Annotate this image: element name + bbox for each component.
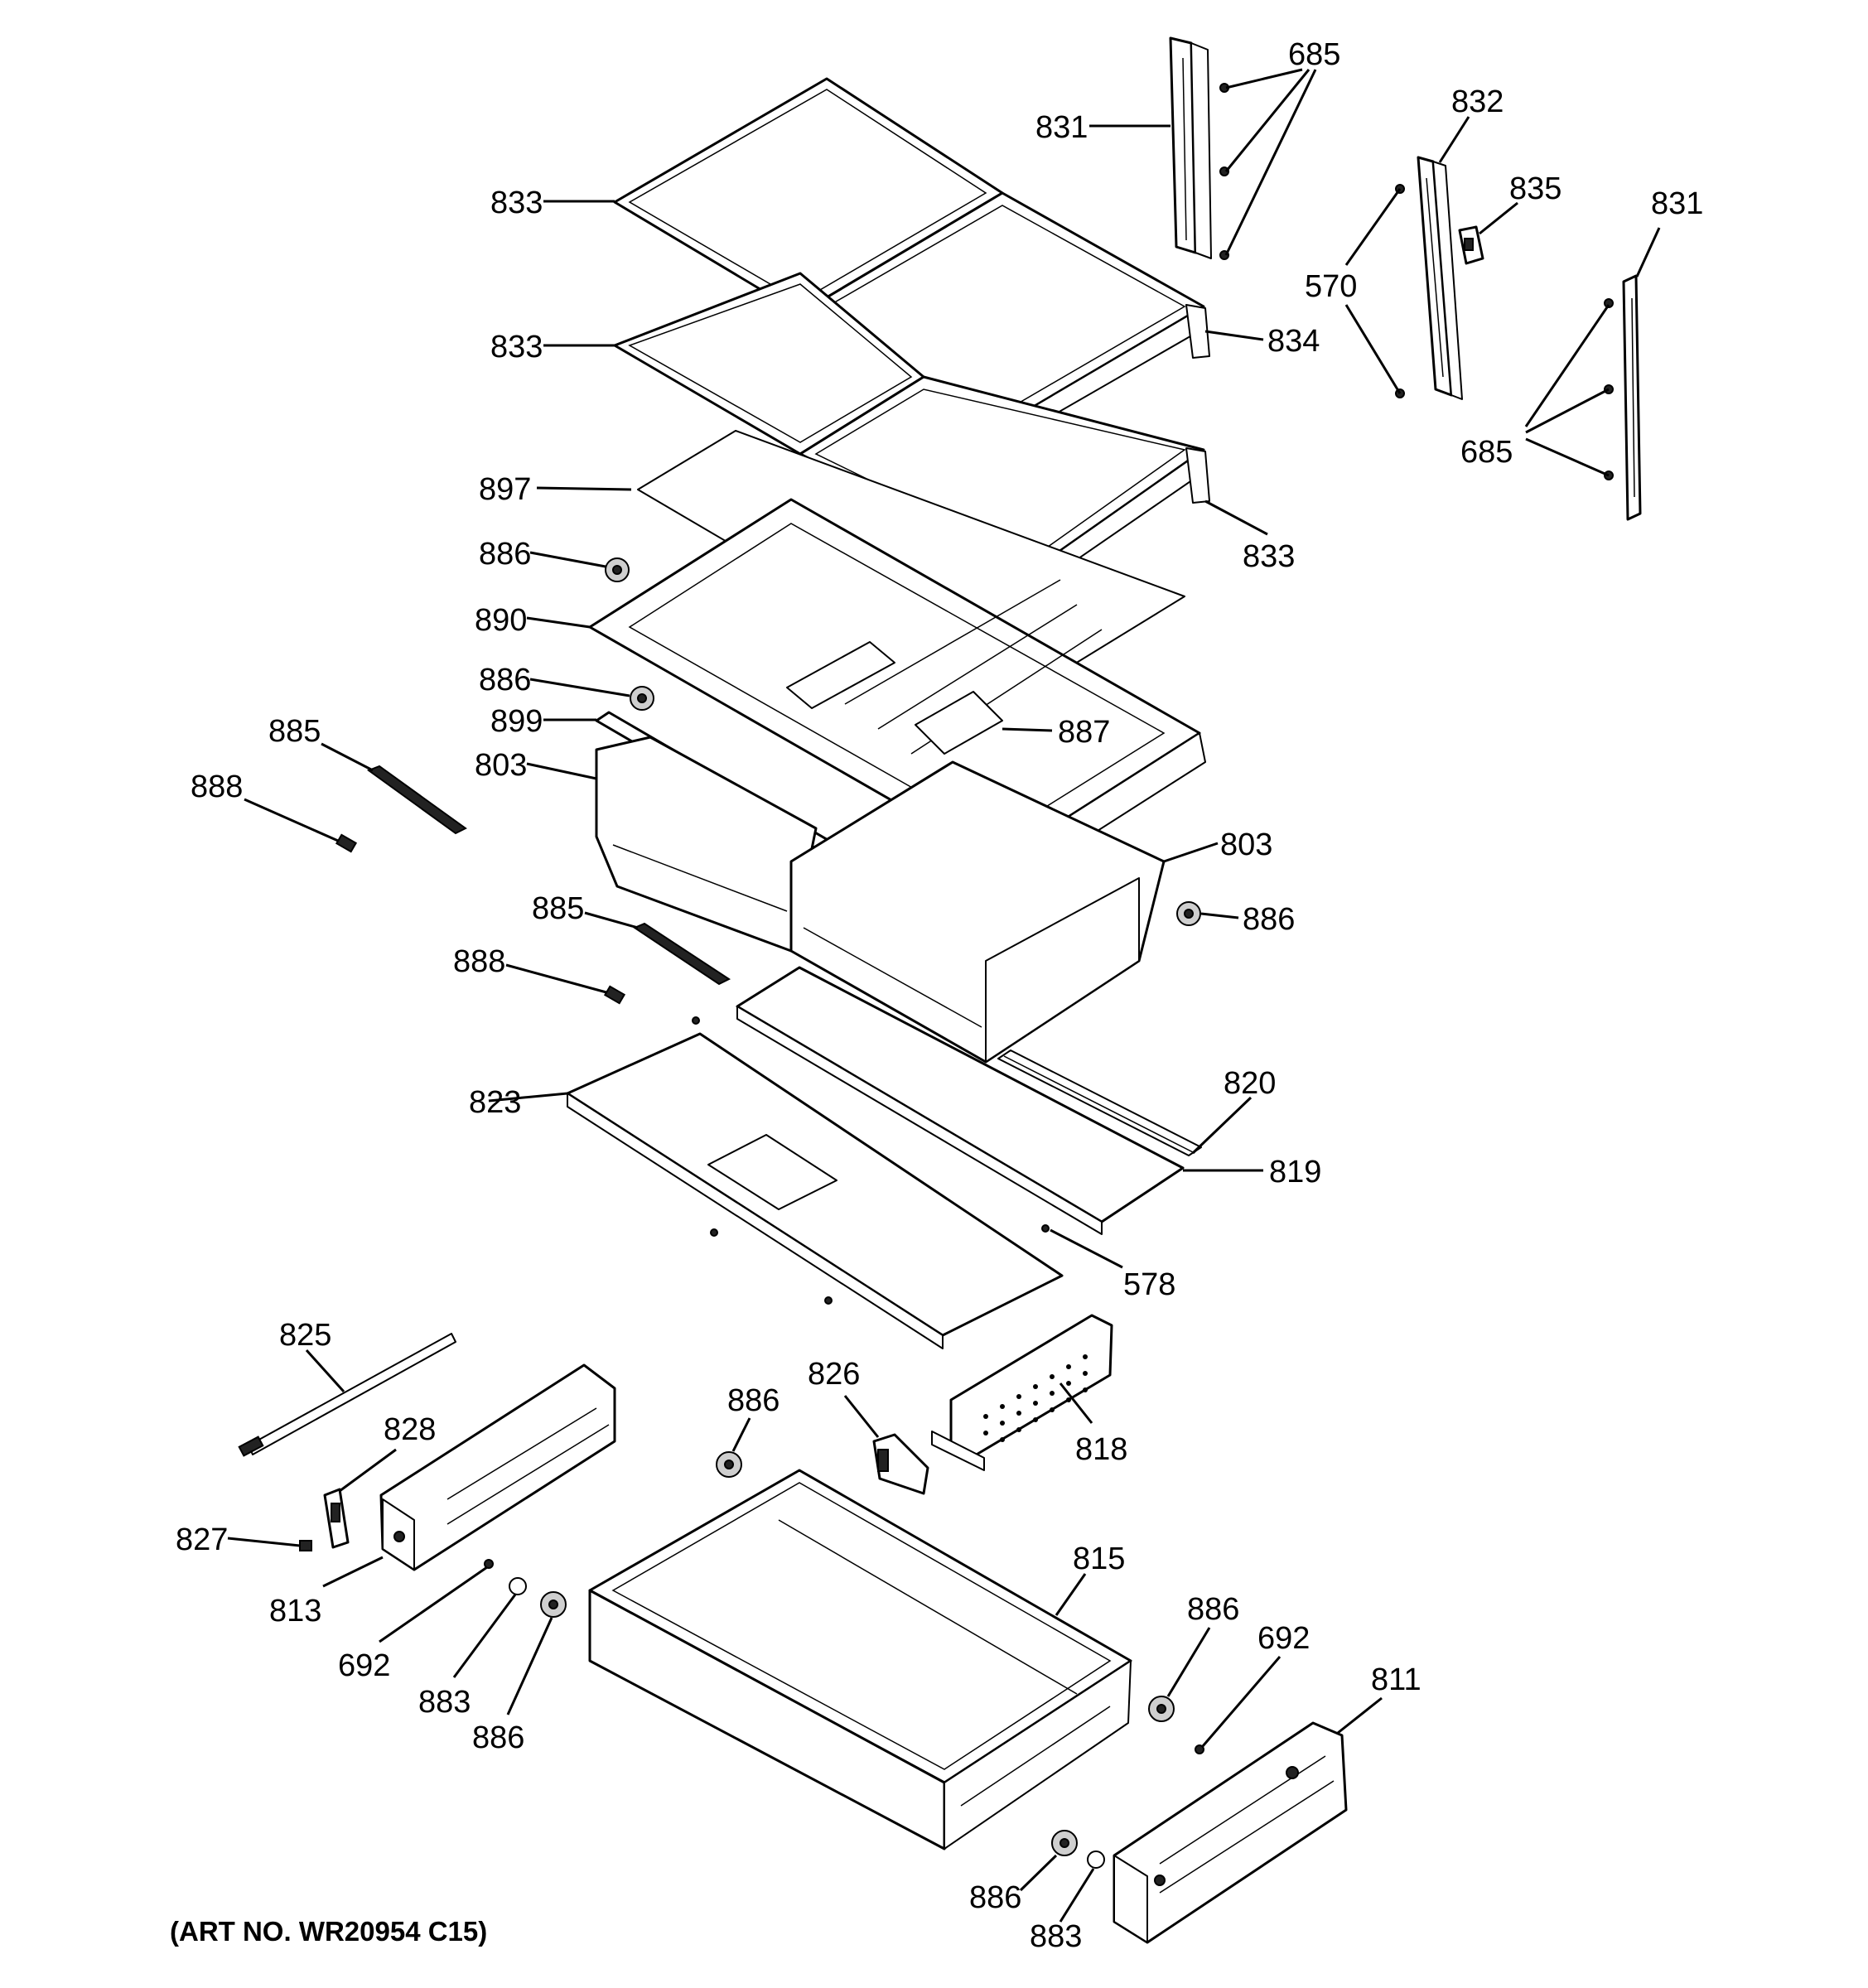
part-815-drawer — [588, 1469, 1132, 1850]
callout-570: 570 — [1305, 269, 1357, 304]
part-886-wheel-1 — [605, 557, 630, 582]
callout-831-left: 831 — [1035, 110, 1088, 145]
callout-886-2: 886 — [479, 663, 531, 697]
art-number: (ART NO. WR20954 C15) — [170, 1916, 487, 1947]
callout-823: 823 — [469, 1085, 521, 1120]
part-685-screws-top — [1219, 83, 1229, 260]
callout-818: 818 — [1075, 1432, 1127, 1467]
callout-831-right: 831 — [1651, 186, 1703, 221]
part-833-shelf-lower — [799, 375, 1210, 589]
callout-815: 815 — [1073, 1542, 1125, 1576]
callout-685-top: 685 — [1288, 37, 1340, 72]
callout-835: 835 — [1509, 171, 1561, 206]
part-883-washer-left — [509, 1577, 527, 1595]
callout-685-right: 685 — [1460, 435, 1513, 470]
callout-578: 578 — [1123, 1267, 1175, 1302]
part-570-screws — [1395, 184, 1405, 398]
part-692-screw-right — [1195, 1744, 1204, 1754]
part-885-rail-upper — [366, 765, 467, 835]
callout-692-left: 692 — [338, 1648, 390, 1683]
callout-828: 828 — [384, 1412, 436, 1447]
part-819-panel — [736, 966, 1185, 1235]
part-818-divider — [931, 1314, 1113, 1471]
callout-899: 899 — [490, 704, 543, 739]
callout-883-right: 883 — [1030, 1919, 1082, 1954]
callout-labels: 685 831 832 835 831 833 833 834 570 685 … — [170, 37, 1703, 1954]
callout-832: 832 — [1451, 84, 1504, 119]
part-886-wheel-3 — [1176, 901, 1201, 926]
callout-886-1: 886 — [479, 537, 531, 572]
part-886-wheel-5 — [716, 1451, 742, 1478]
part-886-wheel-4 — [540, 1591, 567, 1618]
callout-834: 834 — [1267, 324, 1320, 359]
part-888-clip-upper — [335, 833, 358, 853]
callout-886-4: 886 — [472, 1720, 524, 1755]
callout-888-upper: 888 — [191, 770, 243, 804]
callout-819: 819 — [1269, 1155, 1321, 1189]
callout-827: 827 — [176, 1522, 228, 1557]
part-825-rod — [238, 1333, 456, 1457]
callout-897: 897 — [479, 472, 531, 507]
callout-886-3: 886 — [1243, 902, 1295, 937]
part-886-wheel-2 — [630, 686, 654, 711]
part-803-crisper-drawer-left — [595, 736, 818, 953]
callout-825: 825 — [279, 1318, 331, 1353]
part-832-rail — [1417, 156, 1463, 400]
part-885-rail-lower — [632, 922, 731, 986]
callout-890: 890 — [475, 603, 527, 638]
leader-lines — [227, 68, 1661, 1923]
callout-885-lower: 885 — [532, 891, 584, 926]
part-883-washer-right — [1087, 1850, 1105, 1869]
callout-887: 887 — [1058, 715, 1110, 750]
callout-803-right: 803 — [1220, 828, 1272, 862]
part-692-screw-left — [484, 1559, 494, 1569]
callout-820: 820 — [1224, 1066, 1276, 1101]
callout-886-7: 886 — [969, 1880, 1021, 1915]
callout-833-middle: 833 — [490, 330, 543, 364]
part-833-shelf-middle — [613, 272, 925, 456]
callout-833-lower: 833 — [1243, 539, 1295, 574]
callout-803-left: 803 — [475, 748, 527, 783]
part-886-wheel-7 — [1051, 1830, 1078, 1856]
part-828-latch — [323, 1488, 350, 1549]
part-888-clip-lower — [603, 985, 626, 1005]
callout-886-6: 886 — [1187, 1592, 1239, 1627]
callout-811: 811 — [1371, 1662, 1422, 1697]
part-835-bracket — [1458, 225, 1484, 265]
part-886-wheel-6 — [1148, 1696, 1175, 1722]
callout-692-right: 692 — [1257, 1621, 1310, 1656]
callout-813: 813 — [269, 1594, 321, 1629]
part-826-bracket — [872, 1433, 929, 1495]
part-811-slide-right — [1113, 1721, 1348, 1944]
callout-833-top: 833 — [490, 186, 543, 220]
part-831-rail-left — [1169, 36, 1212, 259]
part-803-crisper-drawer-right — [789, 760, 1166, 1064]
part-827-clip — [299, 1540, 312, 1551]
callout-886-5: 886 — [727, 1383, 780, 1418]
callout-885-upper: 885 — [268, 714, 321, 749]
callout-888-lower: 888 — [453, 944, 505, 979]
part-813-slide-left — [379, 1363, 616, 1571]
part-820-strip — [997, 1049, 1202, 1156]
part-831-rail-right — [1622, 274, 1642, 521]
callout-826: 826 — [808, 1357, 860, 1392]
callout-883-left: 883 — [418, 1685, 471, 1720]
part-823-cover-panel — [566, 1016, 1064, 1349]
